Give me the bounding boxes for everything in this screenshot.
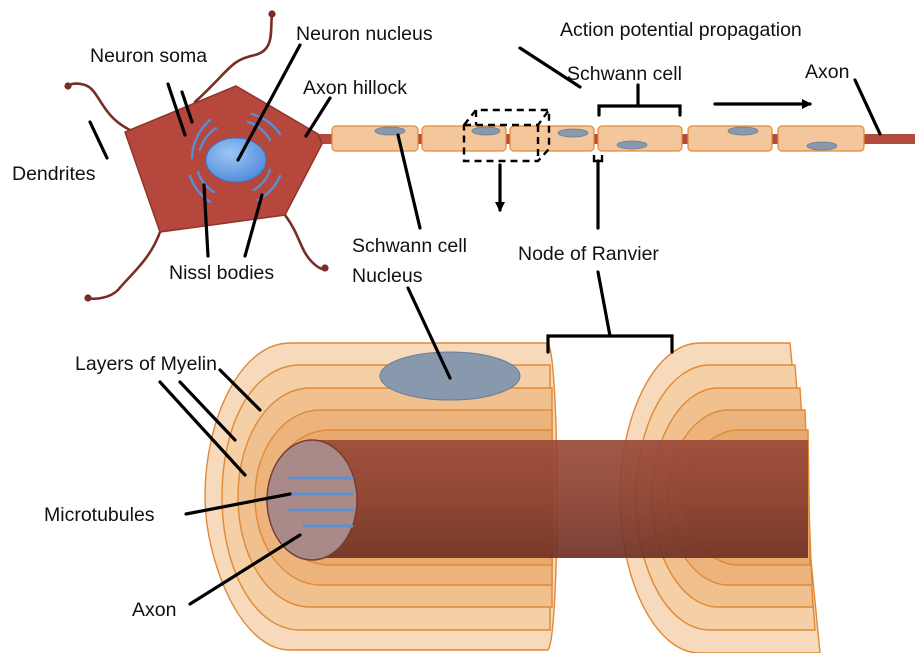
label-schwann-cell: Schwann cell — [567, 63, 682, 85]
zoomed-axon-core — [312, 440, 808, 558]
label-axon-top: Axon — [805, 61, 849, 83]
node-leader-bottom — [598, 272, 610, 336]
label-schwann-nucleus-1: Schwann cell — [352, 235, 467, 257]
label-axon-hillock: Axon hillock — [303, 77, 407, 99]
dendrites-leader — [90, 122, 107, 158]
axon-cross-section — [267, 440, 357, 560]
label-node-of-ranvier: Node of Ranvier — [518, 243, 659, 265]
hillock-leader — [306, 98, 330, 136]
top-myelin-segments — [332, 126, 864, 151]
label-dendrites: Dendrites — [12, 163, 96, 185]
label-schwann-nucleus-2: Nucleus — [352, 265, 423, 287]
label-neuron-nucleus: Neuron nucleus — [296, 23, 433, 45]
neuron-nucleus — [206, 138, 266, 182]
label-microtubules: Microtubules — [44, 504, 155, 526]
node-bracket-large — [548, 336, 672, 352]
label-nissl-bodies: Nissl bodies — [169, 262, 274, 284]
label-axon-bottom: Axon — [132, 599, 176, 621]
label-neuron-soma: Neuron soma — [90, 45, 207, 67]
label-layers-of-myelin: Layers of Myelin — [75, 353, 217, 375]
schwann-cell-bracket — [599, 106, 680, 115]
label-action-potential: Action potential propagation — [560, 19, 802, 41]
